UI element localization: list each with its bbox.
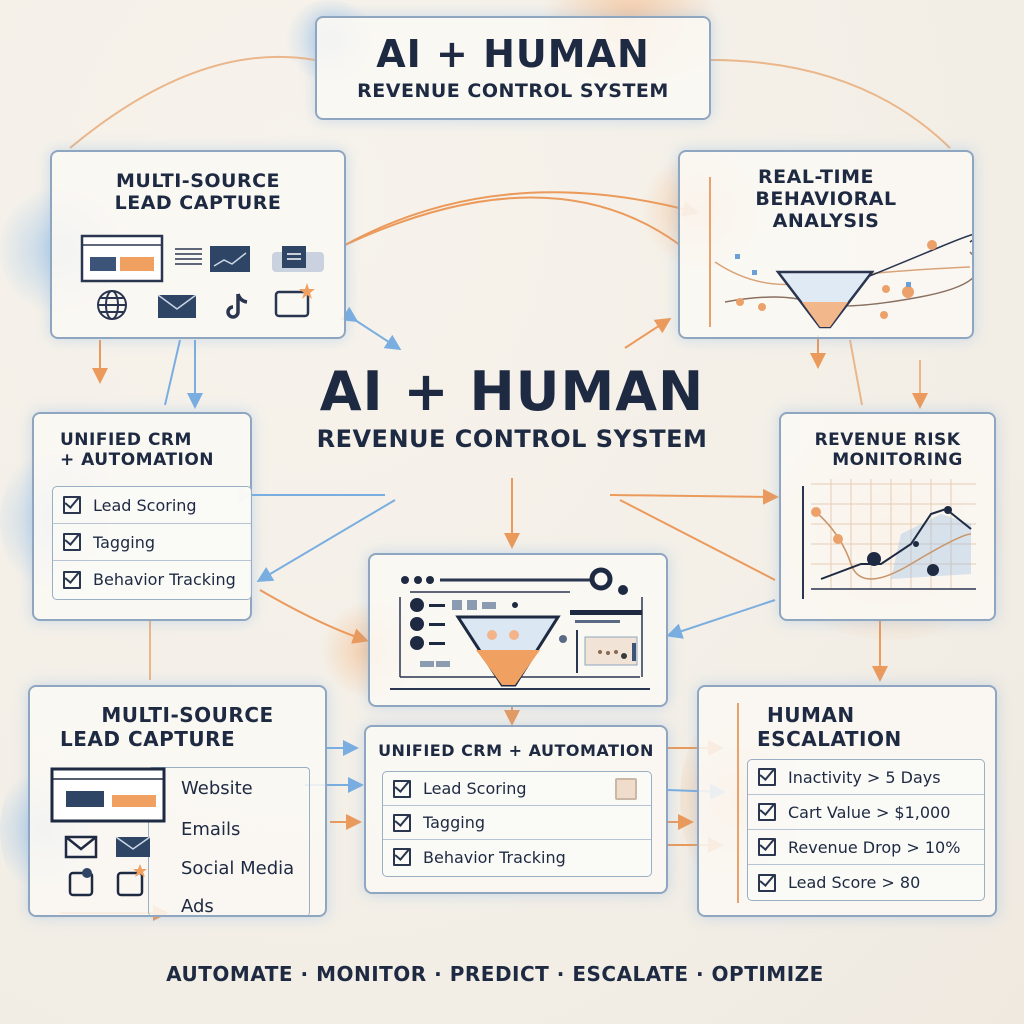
checklist-item[interactable]: Behavior Tracking [53, 561, 251, 598]
checkbox-icon[interactable] [758, 803, 776, 821]
small-gear-icon [618, 585, 628, 595]
escalation-checklist: Inactivity > 5 Days Cart Value > $1,000 … [747, 759, 985, 901]
line-chart-icon [802, 479, 976, 599]
card-title: UNIFIED CRM + AUTOMATION [378, 741, 654, 760]
avatar-list-icon [410, 598, 445, 650]
card-title: MULTI-SOURCE [115, 170, 281, 192]
behavior-visual [709, 177, 972, 329]
checklist-item[interactable]: Tagging [383, 806, 651, 840]
gear-icon [589, 567, 613, 591]
mail-outline-icon [64, 835, 98, 859]
lead-capture-top-card[interactable]: MULTI-SOURCE LEAD CAPTURE [50, 150, 346, 339]
banner-subtitle: REVENUE CONTROL SYSTEM [357, 80, 669, 102]
center-hub: AI + HUMAN REVENUE CONTROL SYSTEM [270, 360, 754, 453]
checklist-item[interactable]: Lead Score > 80 [748, 865, 984, 900]
crm-checklist: Lead Scoring Tagging Behavior Tracking [52, 486, 252, 600]
checklist-item[interactable]: Revenue Drop > 10% [748, 830, 984, 865]
card-title: MONITORING [832, 450, 963, 470]
dashboard-center-card[interactable] [368, 553, 668, 707]
crm-bottom-checklist: Lead Scoring Tagging Behavior Tracking [382, 771, 652, 877]
card-stack-icon [272, 246, 324, 272]
source-website[interactable]: Website [181, 778, 253, 799]
card-title: BEHAVIORAL [755, 188, 897, 210]
funnel-icon [455, 615, 561, 687]
checklist-item[interactable]: Behavior Tracking [383, 840, 651, 874]
top-banner: AI + HUMAN REVENUE CONTROL SYSTEM [315, 16, 711, 120]
star-frame-icon [274, 283, 315, 318]
browser-window-icon [50, 767, 166, 823]
accent-bar [737, 703, 739, 903]
checkbox-icon[interactable] [758, 873, 776, 892]
risk-monitoring-card[interactable]: REVENUE RISK MONITORING [779, 412, 996, 621]
card-title: UNIFIED CRM [60, 430, 192, 450]
checkbox-icon[interactable] [63, 533, 81, 551]
hub-subtitle: REVENUE CONTROL SYSTEM [316, 425, 708, 453]
sources-panel: Website Emails Social Media Ads [148, 767, 310, 917]
checkbox-icon[interactable] [63, 496, 81, 514]
checkbox-icon[interactable] [393, 848, 411, 866]
hub-title: AI + HUMAN [319, 360, 705, 423]
card-title: ANALYSIS [772, 210, 880, 232]
source-ads[interactable]: Ads [181, 896, 214, 917]
footer-tagline: AUTOMATE · MONITOR · PREDICT · ESCALATE … [166, 962, 824, 986]
chart-card-icon [210, 246, 250, 272]
checkbox-icon[interactable] [393, 779, 411, 798]
banner-title: AI + HUMAN [376, 32, 650, 76]
checkmark-badge-icon [615, 778, 637, 800]
window-dots-icon [401, 576, 434, 584]
checklist-item[interactable]: Cart Value > $1,000 [748, 795, 984, 830]
checkbox-icon[interactable] [393, 813, 411, 832]
card-title: + AUTOMATION [60, 450, 215, 470]
source-social-media[interactable]: Social Media [181, 858, 295, 879]
checklist-item[interactable]: Tagging [53, 524, 251, 561]
lead-capture-bottom-card[interactable]: MULTI-SOURCE LEAD CAPTURE Website Emails… [28, 685, 327, 917]
source-icons [50, 767, 166, 897]
crm-left-card[interactable]: UNIFIED CRM + AUTOMATION Lead Scoring Ta… [32, 412, 252, 621]
checkbox-icon[interactable] [758, 838, 776, 856]
checklist-item[interactable]: Lead Scoring [53, 487, 251, 524]
tiktok-icon [226, 293, 248, 319]
card-title: ESCALATION [757, 727, 902, 751]
card-title: MULTI-SOURCE [101, 703, 274, 727]
social-icon [68, 868, 94, 897]
card-title: REVENUE RISK [814, 430, 961, 450]
source-emails[interactable]: Emails [181, 819, 241, 840]
card-title: LEAD CAPTURE [114, 192, 282, 214]
lead-capture-icons [80, 234, 324, 320]
dashboard-illustration [390, 567, 650, 690]
star-frame-icon [116, 864, 147, 897]
text-lines-icon [175, 248, 202, 265]
behavioral-analysis-card[interactable]: REAL-TIME BEHAVIORAL ANALYSIS [678, 150, 974, 339]
envelope-icon [115, 836, 151, 857]
crm-bottom-card[interactable]: UNIFIED CRM + AUTOMATION Lead Scoring Ta… [364, 725, 668, 894]
checklist-item[interactable]: Lead Scoring [383, 772, 651, 806]
card-title: HUMAN [767, 703, 855, 727]
funnel-icon [775, 270, 875, 329]
card-title: REAL-TIME [758, 166, 874, 188]
checkbox-icon[interactable] [63, 570, 81, 589]
checkbox-icon[interactable] [758, 768, 776, 786]
human-escalation-card[interactable]: HUMAN ESCALATION Inactivity > 5 Days Car… [697, 685, 997, 917]
card-title: LEAD CAPTURE [60, 727, 236, 751]
envelope-icon [157, 294, 197, 318]
checklist-item[interactable]: Inactivity > 5 Days [748, 760, 984, 795]
browser-window-icon [80, 234, 164, 283]
mini-chart-icon [584, 636, 638, 666]
globe-icon [97, 290, 127, 320]
